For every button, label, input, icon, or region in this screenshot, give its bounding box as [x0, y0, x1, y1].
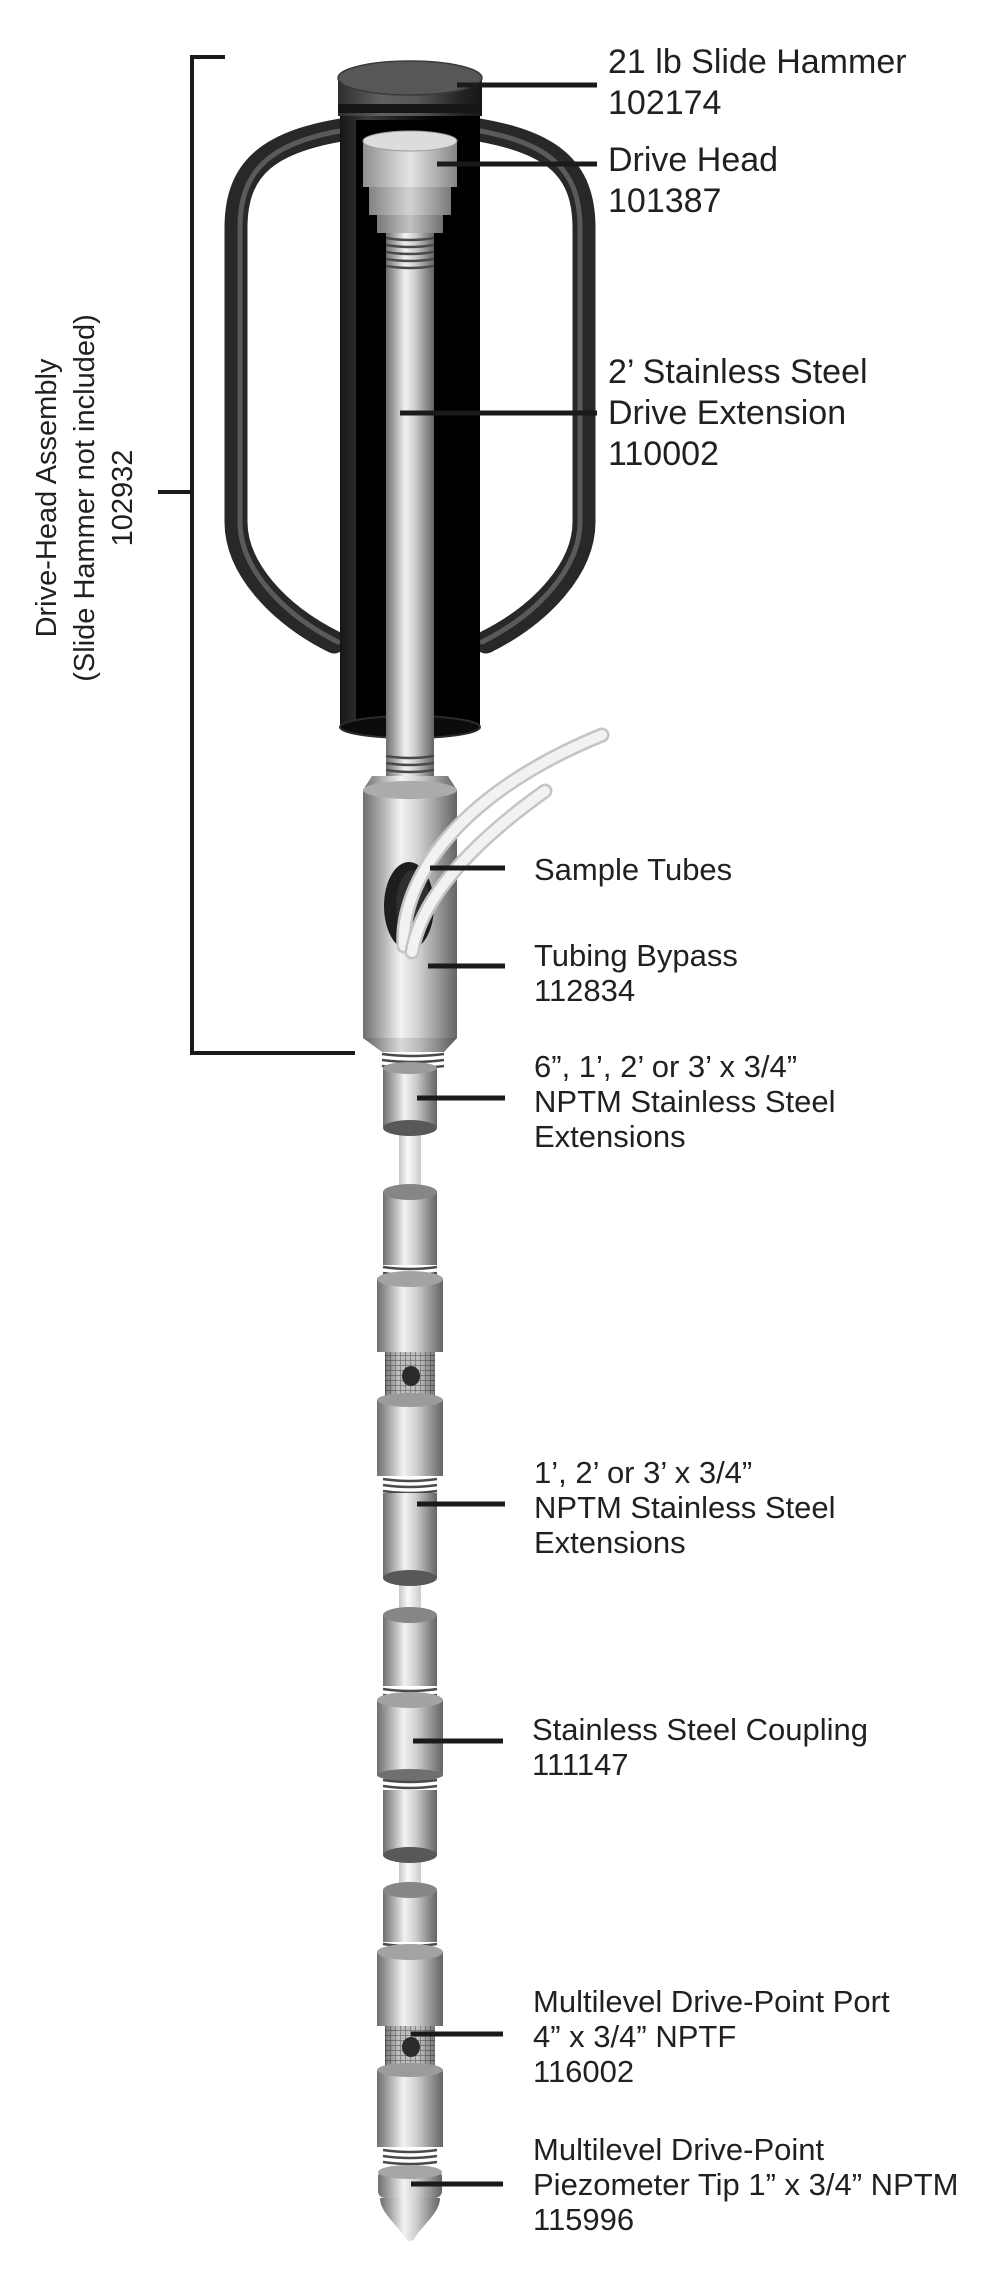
- label-tubing-bypass: Tubing Bypass 112834: [534, 938, 738, 1008]
- label-tip-line2: Piezometer Tip 1” x 3/4” NPTM: [533, 2167, 959, 2202]
- label-slide-hammer-name: 21 lb Slide Hammer: [608, 43, 907, 81]
- label-tip: Multilevel Drive-Point Piezometer Tip 1”…: [533, 2132, 959, 2237]
- label-extensions-lower-line3: Extensions: [534, 1525, 686, 1560]
- leader-lines: [400, 82, 597, 2187]
- label-tip-part-number: 115996: [533, 2202, 635, 2237]
- drive-head-part: [362, 130, 458, 233]
- label-drive-head-part-number: 101387: [608, 182, 722, 220]
- label-sample-tubes-name: Sample Tubes: [534, 852, 733, 887]
- drive-extension-rod: [385, 233, 435, 780]
- label-port: Multilevel Drive-Point Port 4” x 3/4” NP…: [533, 1984, 890, 2089]
- pipe-segment-6: [382, 1882, 438, 1954]
- coupling-part: [377, 1692, 443, 1790]
- label-drive-extension: 2’ Stainless Steel Drive Extension 11000…: [608, 352, 868, 475]
- drive-point-port-1: [377, 1271, 443, 1495]
- label-drive-head-assembly-line2: (Slide Hammer not included): [69, 314, 101, 682]
- label-coupling: Stainless Steel Coupling 111147: [532, 1712, 868, 1782]
- piezometer-tip-part: [378, 2165, 442, 2242]
- label-port-line2: 4” x 3/4” NPTF: [533, 2019, 737, 2054]
- label-drive-head-assembly-line1: Drive-Head Assembly: [31, 358, 63, 638]
- label-extensions-upper-line2: NPTM Stainless Steel: [534, 1084, 836, 1119]
- label-extensions-upper-line1: 6”, 1’, 2’ or 3’ x 3/4”: [534, 1049, 798, 1084]
- label-drive-head-assembly: Drive-Head Assembly (Slide Hammer not in…: [28, 292, 142, 704]
- pipe-segment-2: [382, 1184, 438, 1277]
- label-tubing-bypass-name: Tubing Bypass: [534, 938, 738, 973]
- label-slide-hammer-part-number: 102174: [608, 84, 722, 122]
- sample-tubes-part: [396, 727, 610, 960]
- label-extensions-lower-line1: 1’, 2’ or 3’ x 3/4”: [534, 1455, 753, 1490]
- slide-hammer-handles: [224, 116, 596, 654]
- label-extensions-lower-line2: NPTM Stainless Steel: [534, 1490, 836, 1525]
- label-port-part-number: 116002: [533, 2054, 635, 2089]
- label-extensions-upper-line3: Extensions: [534, 1119, 686, 1154]
- label-tip-line1: Multilevel Drive-Point: [533, 2132, 825, 2167]
- label-extensions-lower: 1’, 2’ or 3’ x 3/4” NPTM Stainless Steel…: [534, 1455, 836, 1560]
- label-port-line1: Multilevel Drive-Point Port: [533, 1984, 890, 2019]
- pipe-segment-4: [382, 1607, 438, 1699]
- pipe-segment-3: [383, 1493, 437, 1586]
- label-coupling-part-number: 111147: [532, 1747, 629, 1782]
- drive-point-port-2: [377, 1944, 443, 2166]
- label-drive-head: Drive Head 101387: [608, 140, 778, 222]
- label-extensions-upper: 6”, 1’, 2’ or 3’ x 3/4” NPTM Stainless S…: [534, 1049, 836, 1154]
- label-drive-extension-line2: Drive Extension: [608, 394, 847, 432]
- label-drive-extension-part-number: 110002: [608, 435, 719, 473]
- label-coupling-name: Stainless Steel Coupling: [532, 1712, 869, 1747]
- label-drive-extension-line1: 2’ Stainless Steel: [608, 353, 868, 391]
- label-drive-head-assembly-part-number: 102932: [107, 449, 139, 547]
- assembly-bracket: [158, 55, 355, 1055]
- label-tubing-bypass-part-number: 112834: [534, 973, 636, 1008]
- label-sample-tubes: Sample Tubes: [534, 852, 732, 887]
- label-slide-hammer: 21 lb Slide Hammer 102174: [608, 42, 907, 124]
- label-drive-head-name: Drive Head: [608, 141, 779, 179]
- pipe-segment-5: [383, 1790, 437, 1863]
